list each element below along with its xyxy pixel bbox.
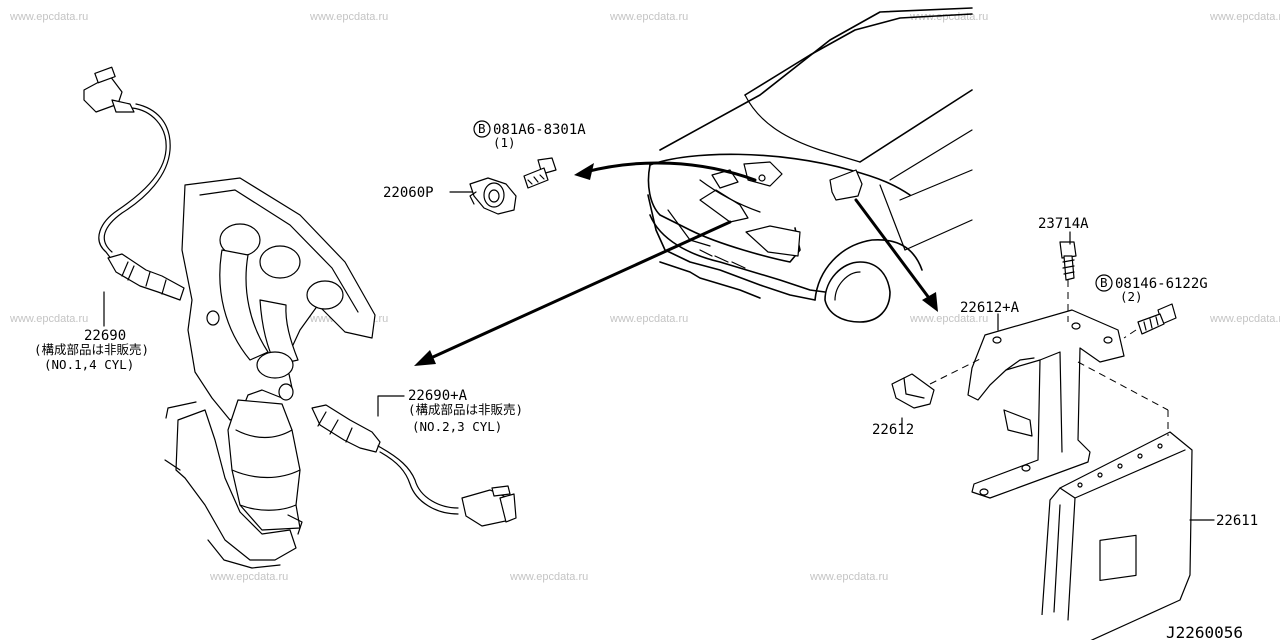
vehicle-front-illustration (647, 7, 973, 323)
arrow-to-ecm (854, 198, 938, 312)
part-number-22612-A: 22612+A (960, 300, 1020, 316)
bolt-08146-badge: B (1100, 275, 1108, 290)
watermark-text: www.epcdata.ru (1209, 11, 1280, 23)
diagram-id: J2260056 (1166, 623, 1243, 640)
watermark-text: www.epcdata.ru (9, 313, 88, 325)
part-number-22690: 22690 (84, 328, 126, 344)
b-badge-icon (1095, 274, 1113, 292)
leader-lines (103, 191, 1215, 521)
watermark-text: www.epcdata.ru (609, 313, 688, 325)
bolt-081A6-badge: B (478, 121, 486, 136)
watermark-text: www.epcdata.ru (609, 11, 688, 23)
b-badge-icon (473, 120, 491, 138)
part-number-22060P: 22060P (383, 185, 434, 201)
oxygen-sensor-front-illustration (83, 66, 185, 301)
part-cyl-22690-A: (NO.2,3 CYL) (412, 419, 502, 434)
watermark-text: www.epcdata.ru (509, 571, 588, 583)
watermark-text: www.epcdata.ru (809, 571, 888, 583)
exhaust-manifold-catalyst-illustration (164, 177, 376, 569)
part-number-23714A: 23714A (1038, 216, 1089, 232)
part-note-22690-A: (構成部品は非販売) (408, 402, 523, 417)
arrow-to-knock-sensor (574, 161, 757, 182)
clip-22612-illustration (891, 373, 935, 409)
arrow-to-rear-sensor (414, 220, 732, 366)
part-number-22612: 22612 (872, 422, 914, 438)
bolt-081A6-label: B 081A6-8301A (1) (473, 120, 586, 150)
knock-sensor-illustration (469, 177, 517, 215)
part-number-081A6-8301A: 081A6-8301A (493, 122, 586, 138)
dashed-guides (929, 280, 1169, 436)
bolt-08146-illustration (1137, 303, 1177, 335)
bolt-081A6-qty: (1) (493, 135, 516, 150)
bolt-08146-qty: (2) (1120, 289, 1143, 304)
part-number-22690-A: 22690+A (408, 388, 468, 404)
bolt-081A6-illustration (523, 157, 557, 189)
watermark-text: www.epcdata.ru (209, 571, 288, 583)
ecm-module-illustration (1041, 431, 1193, 640)
part-number-22611: 22611 (1216, 513, 1258, 529)
oxygen-sensor-rear-illustration (311, 404, 517, 527)
part-note-22690: (構成部品は非販売) (34, 342, 149, 357)
screw-23714A-illustration (1059, 241, 1077, 281)
watermark-text: www.epcdata.ru (309, 11, 388, 23)
bolt-08146-label: B 08146-6122G (2) (1095, 274, 1208, 304)
watermark-text: www.epcdata.ru (1209, 313, 1280, 325)
part-number-08146-6122G: 08146-6122G (1115, 276, 1208, 292)
watermark-text: www.epcdata.ru (9, 11, 88, 23)
watermark-text: www.epcdata.ru (909, 313, 988, 325)
part-cyl-22690: (NO.1,4 CYL) (44, 357, 134, 372)
ecm-bracket-illustration (967, 309, 1125, 499)
